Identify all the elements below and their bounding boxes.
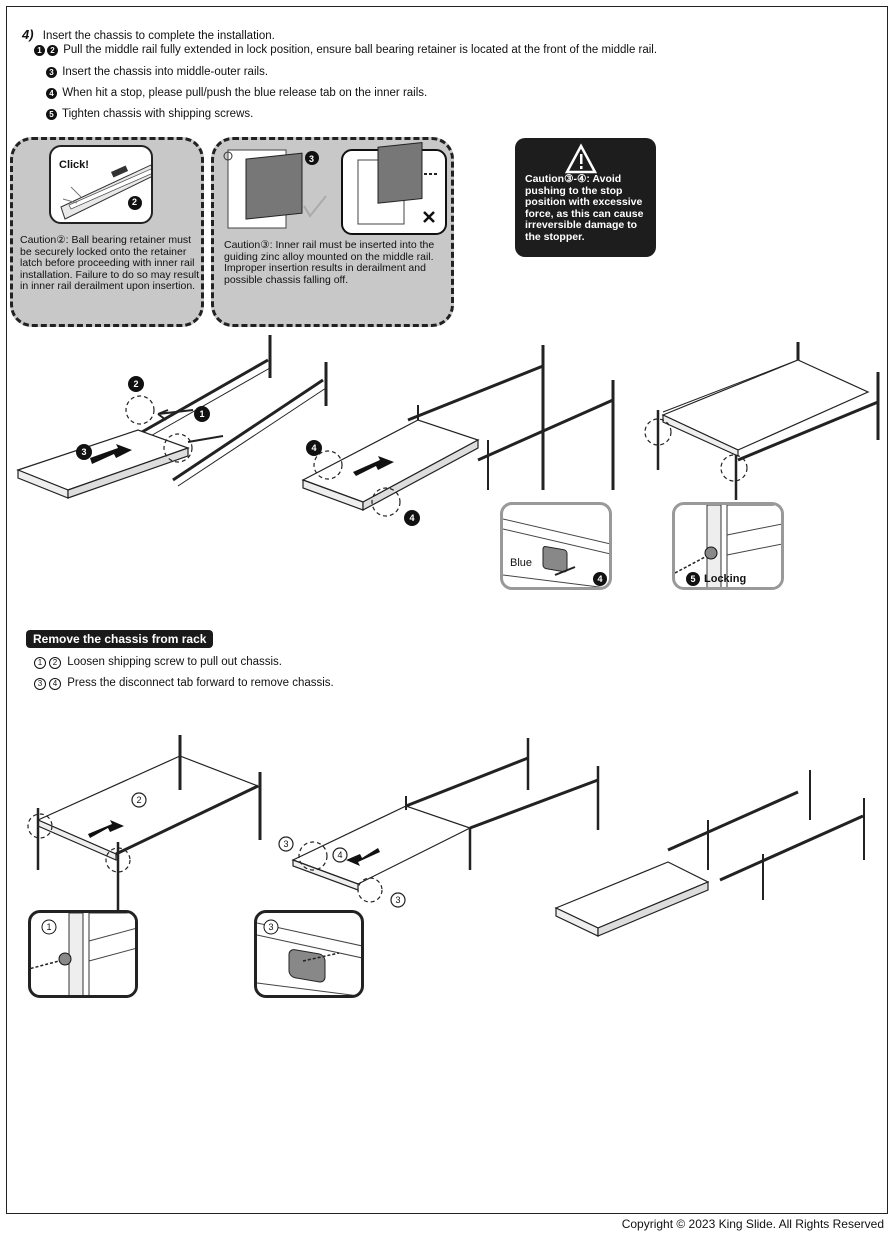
page-frame: [6, 6, 888, 1214]
mark-icon: 1: [34, 657, 46, 669]
install-figure: 2 1 3 4 4: [16, 335, 880, 526]
remove-figure: 2 3 4 3: [27, 735, 865, 937]
install-mark: 4: [597, 574, 602, 584]
install-mark: 4: [311, 443, 316, 453]
step-item-text: Pull the middle rail fully extended in l…: [63, 44, 658, 56]
warning-icon: [564, 143, 598, 174]
step-item-text: When hit a stop, please pull/push the bl…: [62, 87, 428, 99]
mark-icon: 2: [49, 657, 61, 669]
remove-mark: 4: [337, 850, 342, 860]
remove-section-title: Remove the chassis from rack: [26, 630, 214, 648]
blue-tab-drawing: 4: [503, 518, 609, 587]
disconnect-tab-inset: 3: [254, 910, 364, 998]
screw-inset: 1: [28, 910, 138, 998]
step-title: Insert the chassis to complete the insta…: [42, 30, 275, 42]
locking-label: Locking: [704, 573, 747, 585]
rail-click-drawing: [60, 164, 151, 220]
mark-icon: 4: [49, 678, 61, 690]
disconnect-tab-drawing: 3: [257, 919, 361, 995]
caution-force-text: Caution③-④: Avoid pushing to the stop po…: [525, 173, 644, 243]
mark-icon: 2: [47, 45, 58, 56]
step-heading: 4) Insert the chassis to complete the in…: [22, 27, 275, 42]
step-item-text: Insert the chassis into middle-outer rai…: [62, 66, 269, 78]
caution-3-text: Caution③: Inner rail must be inserted in…: [224, 239, 435, 286]
install-mark: 3: [81, 447, 86, 457]
install-mark: 5: [690, 574, 695, 584]
remove-item-text: Press the disconnect tab forward to remo…: [67, 677, 334, 689]
step-item-2: 3 Insert the chassis into middle-outer r…: [46, 66, 268, 78]
mark-2: 2: [132, 197, 138, 207]
click-illustration: Click! 2: [49, 145, 153, 224]
install-mark: 1: [199, 409, 204, 419]
step-item-3: 4 When hit a stop, please pull/push the …: [46, 87, 427, 99]
remove-mark: 3: [268, 922, 273, 932]
blue-tab-inset: 4 Blue: [500, 502, 612, 590]
guide-insertion-drawing: 3: [223, 142, 447, 235]
mark-3: 3: [309, 154, 314, 164]
remove-mark: 1: [46, 922, 51, 932]
caution-2-text: Caution②: Ball bearing retainer must be …: [20, 234, 200, 292]
mark-icon: 1: [34, 45, 45, 56]
remove-mark: 3: [395, 895, 400, 905]
locking-inset: 5 Locking: [672, 502, 784, 590]
remove-mark: 2: [136, 795, 141, 805]
caution-box-3: 3 Caution③: Inner rail must be inserted …: [211, 137, 454, 327]
click-label: Click!: [59, 159, 89, 171]
locking-drawing: 5: [675, 505, 781, 587]
caution-force-box: Caution③-④: Avoid pushing to the stop po…: [515, 138, 656, 257]
remove-mark: 3: [283, 839, 288, 849]
caution-box-2: Click! 2 Caution②: Ball bearing retainer…: [10, 137, 204, 327]
install-mark: 4: [409, 513, 414, 523]
remove-item-text: Loosen shipping screw to pull out chassi…: [67, 656, 282, 668]
mark-icon: 3: [34, 678, 46, 690]
screw-drawing: 1: [31, 913, 135, 995]
mark-icon: 3: [46, 67, 57, 78]
step-item-text: Tighten chassis with shipping screws.: [62, 108, 254, 120]
mark-icon: 4: [46, 88, 57, 99]
mark-icon: 5: [46, 109, 57, 120]
step-number: 4): [22, 27, 34, 42]
install-mark: 2: [133, 379, 138, 389]
blue-label: Blue: [510, 557, 533, 569]
copyright: Copyright © 2023 King Slide. All Rights …: [621, 1217, 884, 1231]
step-item-4: 5 Tighten chassis with shipping screws.: [46, 108, 253, 120]
